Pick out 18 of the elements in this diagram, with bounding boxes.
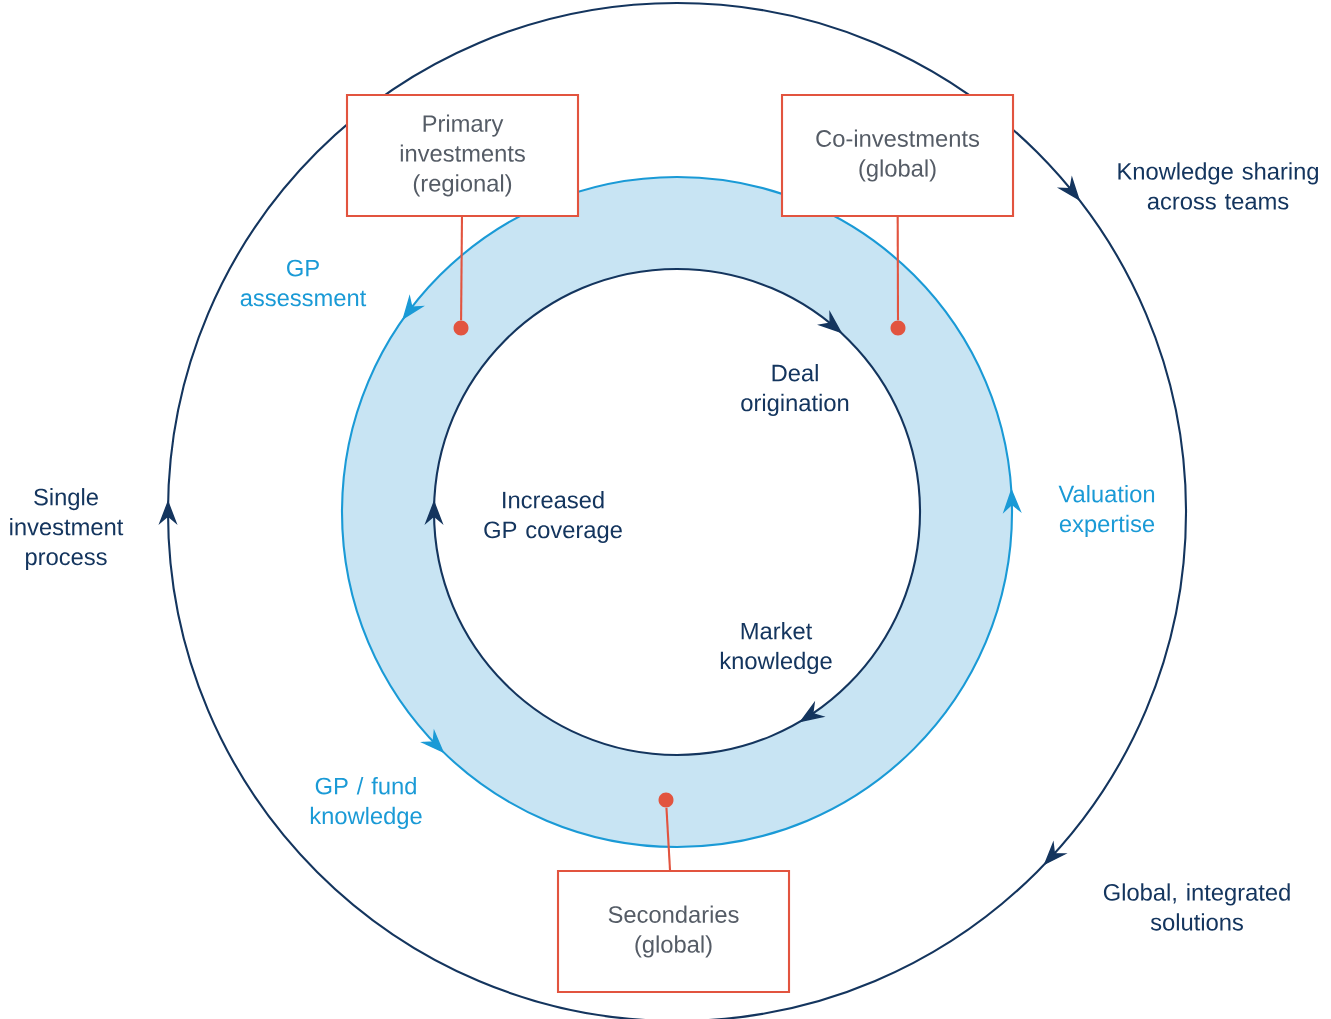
leader-line: [460, 217, 464, 321]
cycle-label: Market knowledge: [720, 622, 832, 674]
category-box: Co-investments (global): [780, 93, 1015, 218]
cycle-label: GP / fund knowledge: [310, 777, 422, 829]
anchor-dot: [890, 320, 906, 336]
cycle-label: Knowledge sharing across teams: [1118, 162, 1318, 210]
anchor-dot: [658, 792, 674, 808]
cycle-label: Valuation expertise: [1058, 485, 1155, 537]
anchor-dot: [453, 320, 469, 336]
cycle-label: Single investment process: [10, 488, 124, 570]
cycle-label: GP assessment: [240, 259, 367, 307]
leader-line: [665, 807, 672, 870]
cycle-label: Global, integrated solutions: [1103, 883, 1290, 931]
category-box: Primary investments (regional): [345, 93, 580, 218]
category-box: Secondaries (global): [556, 869, 791, 994]
cycle-label: Deal origination: [741, 364, 849, 416]
leader-line: [896, 217, 900, 321]
cycle-label: Increased GP coverage: [484, 491, 622, 543]
